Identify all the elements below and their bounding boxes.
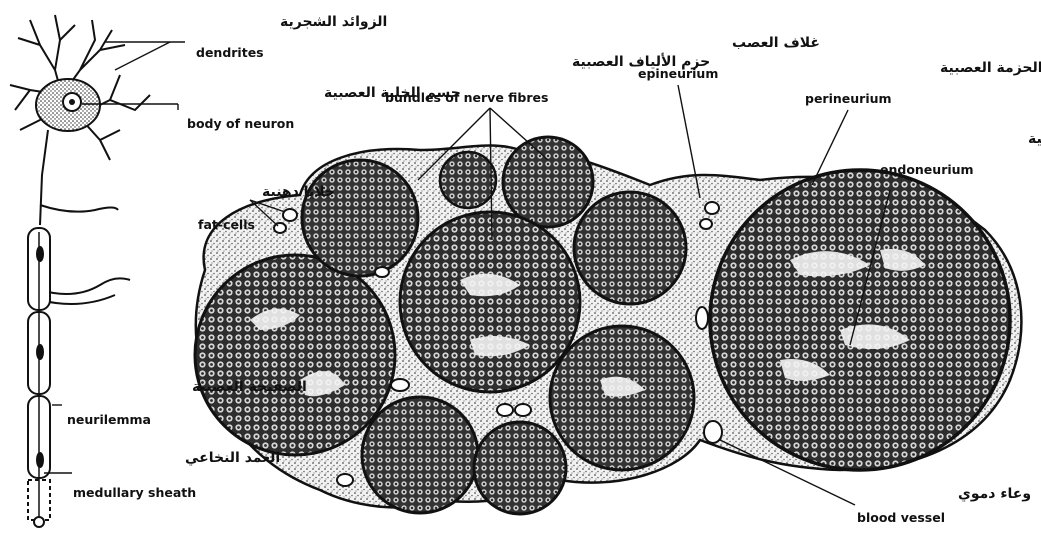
label-perineurium-ar: غلاف الحزمة العصبية	[940, 60, 1041, 76]
nerve-bundle	[503, 137, 593, 227]
nerve-bundle	[474, 422, 566, 514]
nerve-bundle	[195, 255, 395, 455]
label-dendrites-en: dendrites	[196, 45, 264, 60]
nerve-bundle	[362, 397, 478, 513]
label-endoneurium-ar: دعامة الحزمة العصبية	[1028, 131, 1041, 147]
nerve-bundle	[550, 326, 694, 470]
label-neurilemma-ar: الصفيحة العصبية	[192, 379, 307, 395]
label-medullary-sheath-en: medullary sheath	[73, 485, 196, 500]
label-neurilemma-en: neurilemma	[67, 412, 151, 427]
axon	[40, 130, 48, 225]
label-blood-vessel-ar: وعاء دموي	[958, 486, 1031, 503]
label-fat-cells-ar: خلايا دهنية	[262, 184, 335, 200]
nerve-bundle	[574, 192, 686, 304]
nerve-bundle-large	[710, 170, 1010, 470]
label-epineurium-en: epineurium	[638, 66, 718, 81]
label-epineurium-ar: غلاف العصب	[732, 35, 820, 51]
blood-vessel	[704, 421, 722, 443]
label-dendrites-ar: الزوائد الشجرية	[280, 14, 387, 30]
label-endoneurium-en: endoneurium	[880, 162, 974, 177]
nerve-bundle	[302, 160, 418, 276]
label-perineurium-en: perineurium	[805, 91, 892, 106]
nerve-bundle	[400, 212, 580, 392]
label-body-of-neuron-en: body of neuron	[187, 116, 294, 131]
label-bundles-en: bundles of nerve fibres	[385, 90, 548, 105]
label-medullary-sheath-ar: الغمد النخاعي	[185, 450, 280, 466]
label-blood-vessel-en: blood vessel	[857, 510, 945, 525]
neuron-illustration	[10, 15, 150, 527]
nerve-bundle	[440, 152, 496, 208]
label-fat-cells-en: fat-cells	[198, 217, 255, 232]
